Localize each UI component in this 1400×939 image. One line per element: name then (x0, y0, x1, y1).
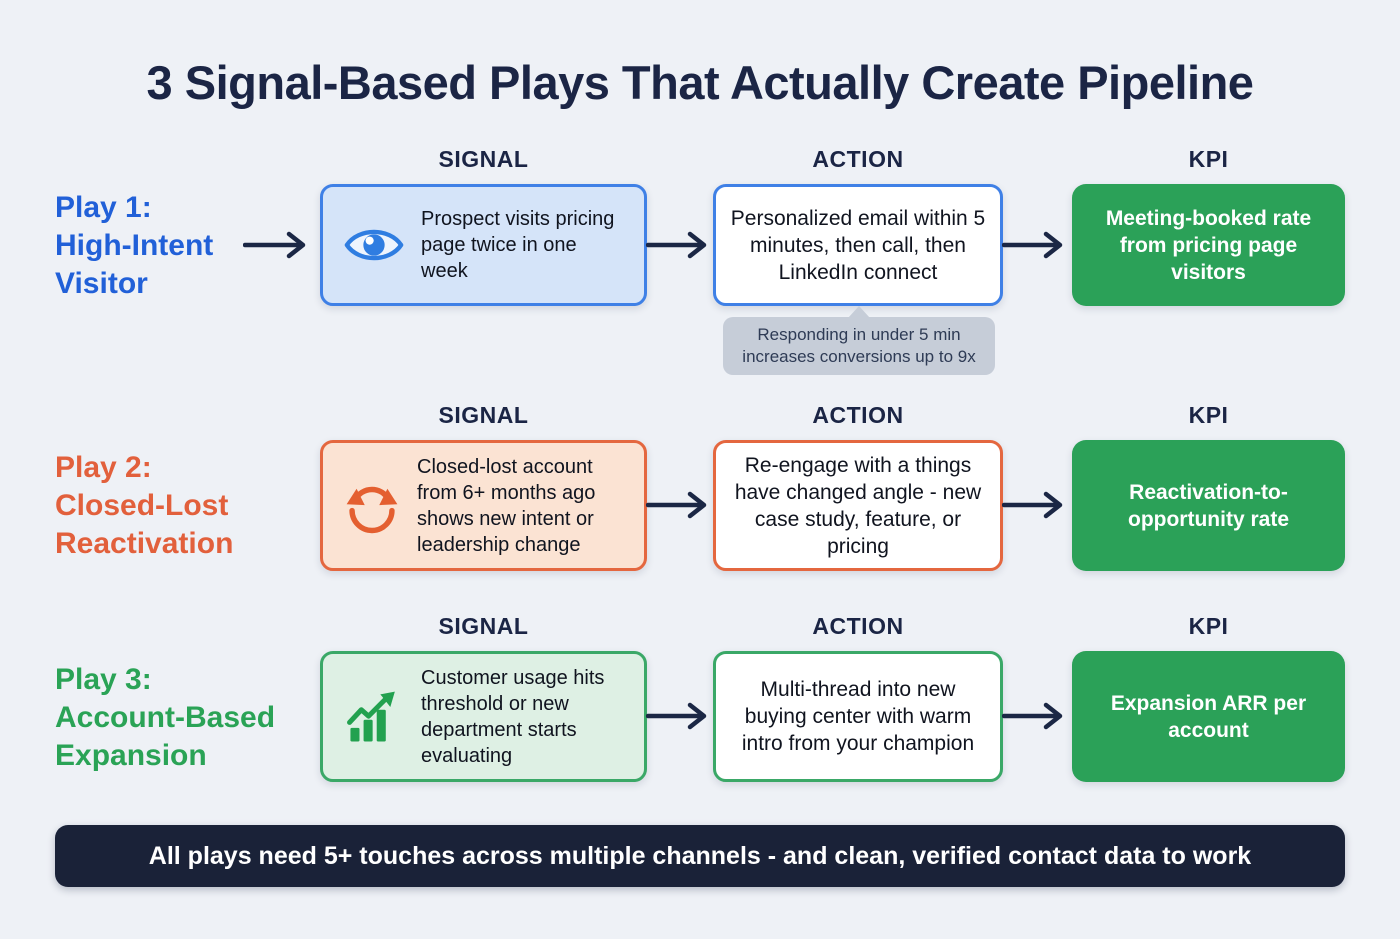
arrow-icon (1002, 702, 1063, 730)
kpi-column-header: KPI (1188, 402, 1229, 428)
kpi-text: Expansion ARR per account (1110, 691, 1307, 742)
signal-column-header: SIGNAL (438, 613, 529, 639)
play-2-label-line: Play 2: (55, 451, 152, 484)
play-1-label-line: High-Intent (55, 229, 214, 262)
action-text: Multi-thread into new buying center with… (741, 678, 975, 755)
kpi-box-play-2: Reactivation-to-opportunity rate (1072, 440, 1345, 571)
play-2-label-line: Closed-Lost (55, 489, 229, 522)
signal-text: Closed-lost account from 6+ months ago s… (417, 455, 596, 556)
signal-column-header: SIGNAL (438, 402, 529, 428)
eye-icon (344, 229, 404, 261)
kpi-text: Meeting-booked rate from pricing page vi… (1105, 206, 1312, 284)
signal-box-play-2: Closed-lost account from 6+ months ago s… (320, 440, 647, 571)
signal-column-header: SIGNAL (438, 146, 529, 172)
kpi-column-header: KPI (1188, 146, 1229, 172)
arrow-icon (646, 702, 707, 730)
signal-box-play-1: Prospect visits pricing page twice in on… (320, 184, 647, 306)
play-3-label-line: Account-Based (55, 701, 276, 734)
signal-text: Customer usage hits threshold or new dep… (421, 666, 605, 767)
action-column-header: ACTION (812, 613, 904, 639)
action-text: Personalized email within 5 minutes, the… (730, 206, 986, 284)
action-box-play-1: Personalized email within 5 minutes, the… (713, 184, 1003, 306)
arrow-icon (646, 231, 707, 259)
play-2-label-line: Reactivation (55, 527, 234, 560)
action-box-play-2: Re-engage with a things have changed ang… (713, 440, 1003, 571)
footer-text: All plays need 5+ touches across multipl… (148, 841, 1252, 870)
action-column-header: ACTION (812, 146, 904, 172)
kpi-column-header: KPI (1188, 613, 1229, 639)
play-3-label: Play 3: Account-Based Expansion (55, 661, 275, 775)
action-text: Re-engage with a things have changed ang… (734, 453, 982, 558)
signal-text: Prospect visits pricing page twice in on… (421, 208, 615, 282)
action-column-header: ACTION (812, 402, 904, 428)
play-2-label: Play 2: Closed-Lost Reactivation (55, 449, 233, 563)
arrow-icon (243, 231, 306, 259)
play-3-label-line: Play 3: (55, 663, 152, 696)
arrow-icon (1002, 231, 1063, 259)
action-box-play-3: Multi-thread into new buying center with… (713, 651, 1003, 782)
arrow-icon (646, 491, 707, 519)
response-time-callout: Responding in under 5 min increases conv… (723, 306, 995, 375)
signal-box-play-3: Customer usage hits threshold or new dep… (320, 651, 647, 782)
refresh-icon (346, 486, 398, 533)
kpi-text: Reactivation-to-opportunity rate (1128, 480, 1289, 531)
play-1-label-line: Play 1: (55, 191, 152, 224)
kpi-box-play-1: Meeting-booked rate from pricing page vi… (1072, 184, 1345, 306)
growth-chart-icon (347, 691, 395, 741)
kpi-box-play-3: Expansion ARR per account (1072, 651, 1345, 782)
page-title: 3 Signal-Based Plays That Actually Creat… (146, 56, 1254, 109)
play-3-label-line: Expansion (55, 739, 207, 772)
play-1-label-line: Visitor (55, 267, 148, 300)
play-1-label: Play 1: High-Intent Visitor (55, 189, 213, 303)
footer-banner: All plays need 5+ touches across multipl… (55, 825, 1345, 887)
arrow-icon (1002, 491, 1063, 519)
